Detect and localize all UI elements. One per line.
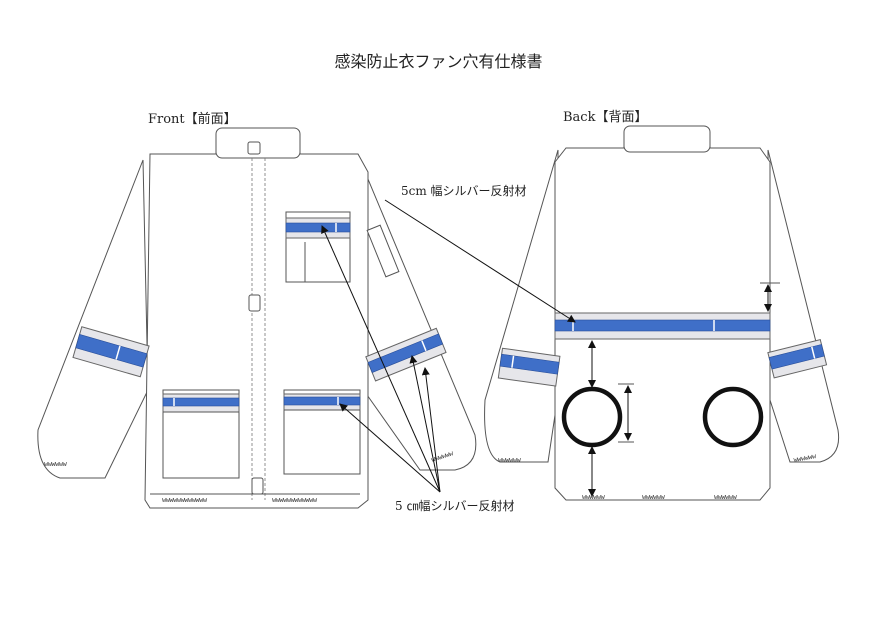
front-left-sleeve-band [72,326,150,378]
front-hem-stitch-left: wwwwwwwwwwww [162,496,208,504]
leader-to-sleeve-band [409,355,441,493]
back-left-sleeve-band [497,347,561,387]
leader-to-sleeve-band-lower [421,367,441,493]
back-collar [623,125,711,153]
back-left-cuff-stitch: wwwwww [498,456,522,464]
front-left-pocket-stripe [162,397,240,407]
back-reflective-stripe [554,319,771,332]
back-hem-stitch-middle: wwwwww [642,493,666,501]
back-right-cuff-stitch: wwwwww [793,452,818,464]
back-view-label: Back【背面】 [563,110,648,125]
leader-top-to-back-band [384,199,576,323]
front-view-label: Front【前面】 [148,112,237,127]
back-right-sleeve [767,149,840,463]
callout-leaders [321,199,576,493]
callout-reflective-bottom: 5 ㎝幅シルバー反射材 [395,499,515,513]
front-right-pocket-stripe [283,396,361,406]
front-hem-stitch-right: wwwwwwwwwwww [272,496,318,504]
page-title: 感染防止衣ファン穴有仕様書 [334,52,543,71]
front-right-sleeve [359,159,477,471]
collar-tab [247,141,261,155]
leader-to-chest-band [321,225,441,493]
leader-to-pocket-band [339,403,441,493]
fan-hole-right [702,386,764,448]
back-hem-stitch-right: wwwwww [714,493,738,501]
front-jacket: wwwwww wwwwww wwwwwwwwwwww wwwwwwwwwwww [37,127,477,509]
front-left-sleeve [37,159,149,479]
fan-hole-left [561,386,623,448]
back-hem-stitch-left: wwwwww [582,493,606,501]
back-left-sleeve [484,149,559,463]
callout-reflective-top: 5cm 幅シルバー反射材 [401,184,527,198]
front-right-sleeve-band [365,327,447,382]
front-left-cuff-stitch: wwwwww [44,460,68,468]
back-right-sleeve-band [767,338,828,379]
zipper-tab-middle [248,294,261,312]
sleeve-badge-pocket [366,224,400,278]
back-jacket: wwwwww wwwwww wwwwww wwwwww wwwwww [484,125,840,501]
zipper-tab-bottom [251,477,264,495]
chest-reflective-stripe [285,222,351,233]
